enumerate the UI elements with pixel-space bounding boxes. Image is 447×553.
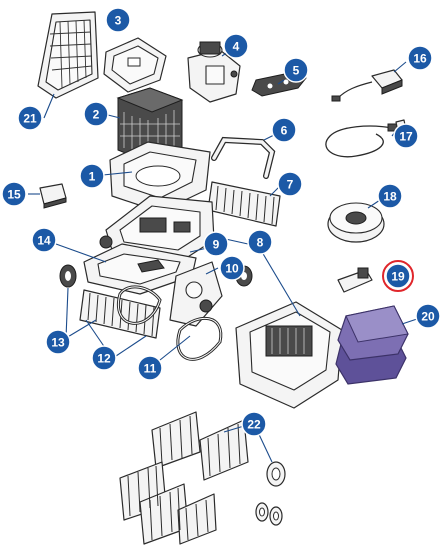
callout-17-badge <box>393 123 419 149</box>
callout-9-label: 9 <box>213 238 220 252</box>
callout-21-label: 21 <box>23 112 37 126</box>
callout-15-label: 15 <box>7 188 21 202</box>
callout-5-label: 5 <box>293 64 300 78</box>
callout-11-badge <box>137 355 163 381</box>
part-3-filter-lid[interactable] <box>103 37 167 93</box>
part-16-power-supply[interactable] <box>331 69 403 102</box>
callout-22-label: 22 <box>247 418 261 432</box>
callout-6-badge <box>271 117 297 143</box>
callout-10[interactable]: 10 <box>219 255 245 281</box>
leader-lines <box>28 47 421 463</box>
part-9-wear-plate[interactable] <box>137 259 165 273</box>
callout-19-badge <box>385 263 411 289</box>
callout-18-badge <box>377 183 403 209</box>
callout-3[interactable]: 3 <box>105 7 131 33</box>
callout-5-badge <box>283 57 309 83</box>
callout-7[interactable]: 7 <box>277 171 303 197</box>
callout-13[interactable]: 13 <box>45 329 71 355</box>
callout-5[interactable]: 5 <box>283 57 309 83</box>
callout-16-label: 16 <box>413 52 427 66</box>
callout-12-label: 12 <box>97 352 111 366</box>
callout-2-label: 2 <box>93 108 100 122</box>
callout-6[interactable]: 6 <box>271 117 297 143</box>
part-7-brush-roller[interactable] <box>207 181 281 227</box>
callout-10-badge <box>219 255 245 281</box>
part-22-rings[interactable] <box>255 461 286 526</box>
callout-4-label: 4 <box>233 40 240 54</box>
callout-14[interactable]: 14 <box>31 227 57 253</box>
callout-9[interactable]: 9 <box>203 231 229 257</box>
part-1-top-housing[interactable] <box>109 141 211 213</box>
callout-19-label: 19 <box>391 270 405 284</box>
part-21-fine-filter-panel[interactable] <box>37 11 99 99</box>
callout-13-badge <box>45 329 71 355</box>
callout-14-label: 14 <box>37 234 51 248</box>
callout-20-badge <box>415 303 441 329</box>
part-4-motor-unit[interactable] <box>187 41 241 103</box>
part-19-highlight-ring <box>382 260 414 292</box>
part-11-drive-belt[interactable] <box>116 285 223 361</box>
callout-20-label: 20 <box>421 310 435 324</box>
callout-16[interactable]: 16 <box>407 45 433 71</box>
callout-15-badge <box>1 181 27 207</box>
callout-11-label: 11 <box>144 362 157 376</box>
callout-20[interactable]: 20 <box>415 303 441 329</box>
part-18-swivel-base[interactable] <box>327 202 385 243</box>
callout-12[interactable]: 12 <box>91 345 117 371</box>
callout-21-badge <box>17 105 43 131</box>
part-15-clip[interactable] <box>39 183 67 209</box>
callout-9-badge <box>203 231 229 257</box>
callout-8[interactable]: 8 <box>247 229 273 255</box>
callout-1-label: 1 <box>89 170 96 184</box>
callout-7-label: 7 <box>287 178 294 192</box>
callout-17-label: 17 <box>399 130 413 144</box>
callout-4-badge <box>223 33 249 59</box>
callout-6-label: 6 <box>281 124 288 138</box>
callout-18-label: 18 <box>383 190 397 204</box>
callout-8-badge <box>247 229 273 255</box>
callout-12-badge <box>91 345 117 371</box>
part-6-carry-handle[interactable] <box>211 136 276 179</box>
callout-4[interactable]: 4 <box>223 33 249 59</box>
callout-3-badge <box>105 7 131 33</box>
part-22-brush-kit[interactable] <box>119 411 286 545</box>
callout-14-badge <box>31 227 57 253</box>
part-13-wheel[interactable] <box>59 264 77 288</box>
part-19-swivel-connector[interactable] <box>337 267 373 293</box>
callout-17[interactable]: 17 <box>393 123 419 149</box>
callout-2-badge <box>83 101 109 127</box>
callout-3-label: 3 <box>115 14 122 28</box>
callout-1[interactable]: 1 <box>79 163 105 189</box>
callout-11[interactable]: 11 <box>137 355 163 381</box>
callout-16-badge <box>407 45 433 71</box>
callout-22[interactable]: 22 <box>241 411 267 437</box>
callout-10-label: 10 <box>225 262 239 276</box>
callout-15[interactable]: 15 <box>1 181 27 207</box>
callout-21[interactable]: 21 <box>17 105 43 131</box>
callout-13-label: 13 <box>51 336 65 350</box>
callout-1-badge <box>79 163 105 189</box>
callout-22-badge <box>241 411 267 437</box>
part-8-bottom-base[interactable] <box>235 301 343 409</box>
part-20-foam-pads[interactable] <box>335 305 409 385</box>
callout-19[interactable]: 19 <box>385 263 411 289</box>
callout-7-badge <box>277 171 303 197</box>
callout-8-label: 8 <box>257 236 264 250</box>
callout-2[interactable]: 2 <box>83 101 109 127</box>
callout-18[interactable]: 18 <box>377 183 403 209</box>
